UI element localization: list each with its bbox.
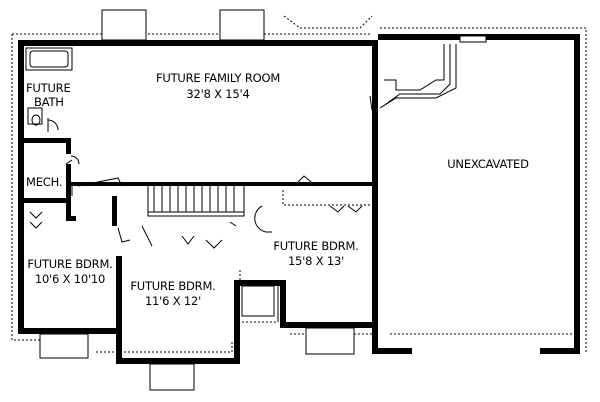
bdrm-center-name: FUTURE BDRM. xyxy=(130,279,215,293)
windows xyxy=(39,9,487,391)
bath-fixtures xyxy=(25,47,73,132)
garage-steps xyxy=(379,44,457,109)
bdrm-right-dims: 15'8 X 13' xyxy=(288,254,344,268)
bdrm-center-dims: 11'6 X 12' xyxy=(145,294,201,308)
room-labels: FUTURE FAMILY ROOM 32'8 X 15'4 FUTURE BA… xyxy=(26,71,529,308)
unexcavated-name: UNEXCAVATED xyxy=(447,157,529,171)
doors xyxy=(29,95,373,320)
dashed-outline xyxy=(11,15,587,354)
bdrm-left-dims: 10'6 X 10'10 xyxy=(35,272,105,286)
bdrm-left-name: FUTURE BDRM. xyxy=(27,257,112,271)
staircase xyxy=(147,183,245,217)
family-room-dims: 32'8 X 15'4 xyxy=(186,87,249,101)
bdrm-right-name: FUTURE BDRM. xyxy=(273,239,358,253)
family-room-name: FUTURE FAMILY ROOM xyxy=(156,71,280,85)
bath-name-line1: FUTURE xyxy=(26,81,71,95)
walls xyxy=(18,34,580,364)
mech-name: MECH. xyxy=(26,175,62,189)
bath-name-line2: BATH xyxy=(34,95,64,109)
